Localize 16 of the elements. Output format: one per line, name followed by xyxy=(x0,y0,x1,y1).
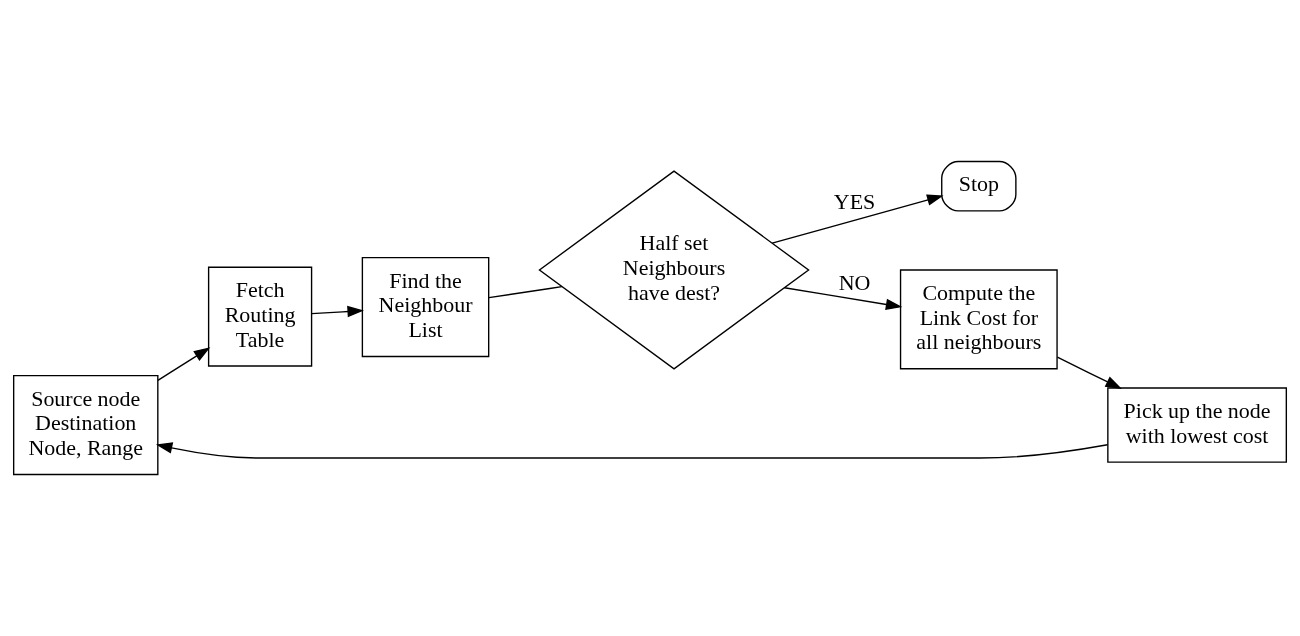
connector xyxy=(488,285,563,299)
arrow xyxy=(771,194,944,244)
arrow xyxy=(783,287,903,311)
edge-label: NO xyxy=(838,270,871,296)
node-diamond: Half set Neighbours have dest? xyxy=(538,170,810,370)
node-box: Fetch Routing Table xyxy=(207,266,313,367)
node-box: Pick up the node with lowest cost xyxy=(1107,387,1287,463)
arrow xyxy=(155,442,1109,459)
node-box: Source node Destination Node, Range xyxy=(13,374,159,476)
arrow xyxy=(157,347,211,382)
node-box: Compute the Link Cost for all neighbours xyxy=(899,269,1058,370)
node-box: Stop xyxy=(941,160,1017,212)
arrow xyxy=(1056,356,1122,389)
arrow xyxy=(310,305,364,318)
node-box: Find the Neighbour List xyxy=(361,256,490,358)
edge-label: YES xyxy=(833,189,876,215)
